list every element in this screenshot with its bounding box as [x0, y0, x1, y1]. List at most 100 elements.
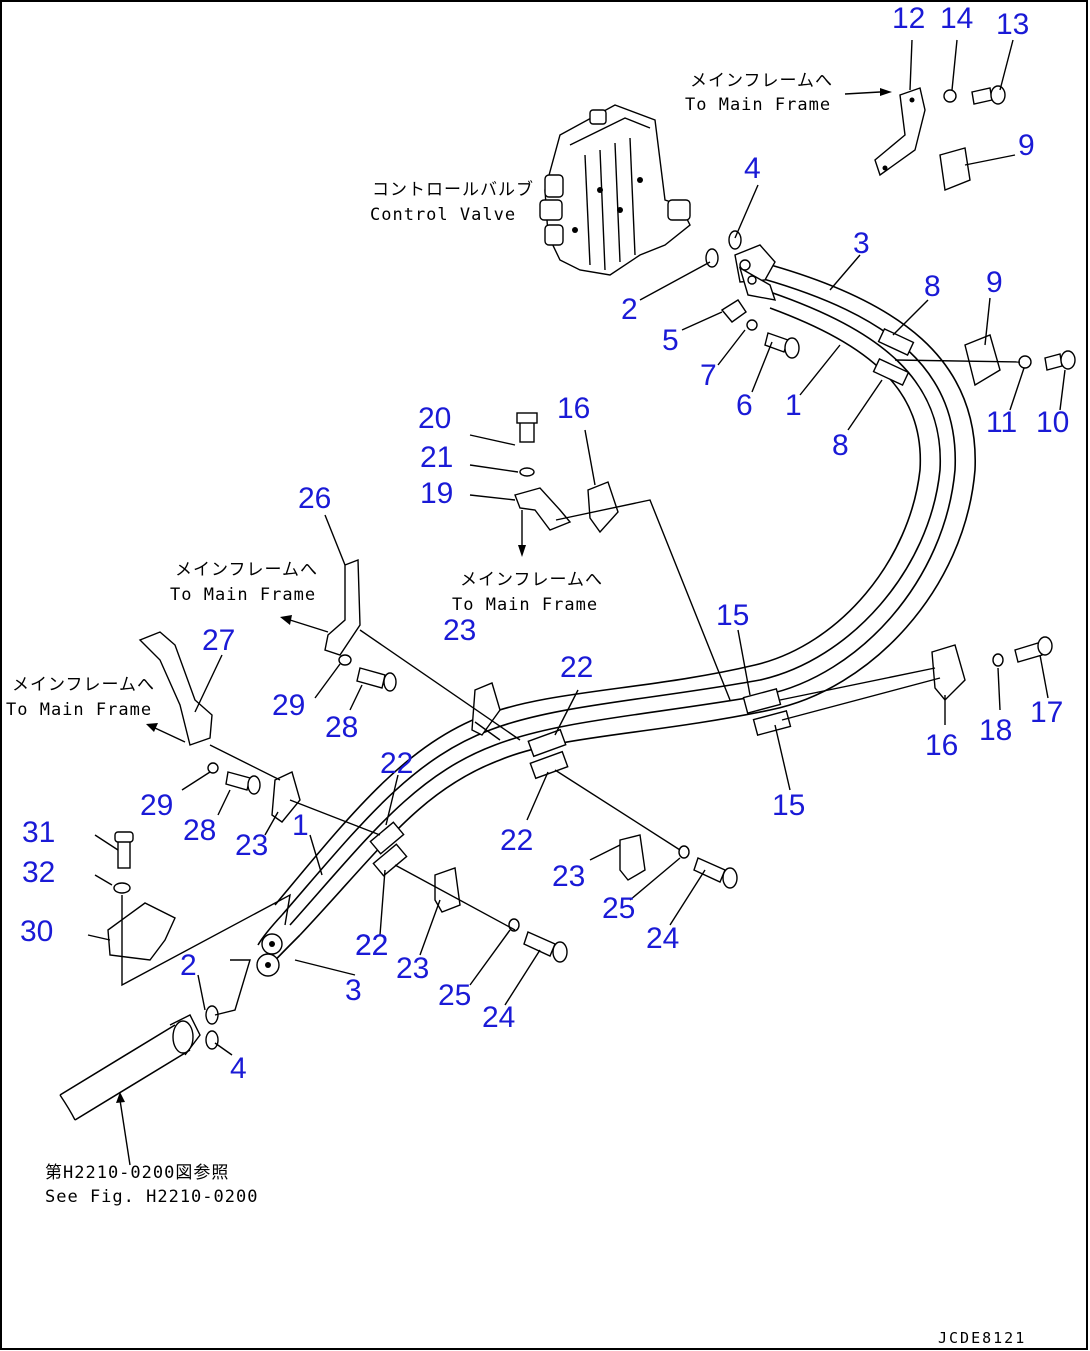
callout: 4 [230, 1052, 247, 1085]
callout: 10 [1036, 406, 1069, 439]
bottom-fittings [205, 933, 283, 1050]
callout: 4 [744, 152, 761, 185]
callout: 1 [785, 389, 802, 422]
clamp-16-right [931, 644, 966, 702]
callout: 31 [22, 816, 55, 849]
main-frame-left-jp: メインフレームへ [175, 560, 318, 580]
control-valve-drawing [539, 104, 691, 276]
washer-18 [992, 653, 1004, 667]
callout: 23 [396, 952, 429, 985]
main-frame-top-en: To Main Frame [685, 95, 831, 115]
clamp-23-d [434, 867, 461, 913]
callout: 25 [438, 979, 471, 1012]
callout: 6 [736, 389, 753, 422]
washer-29-lower [207, 762, 219, 774]
callout: 3 [345, 974, 362, 1007]
bracket-26 [324, 558, 361, 656]
callout-numbers: 12 14 13 9 4 3 8 9 2 5 7 6 1 11 10 8 20 … [20, 2, 1069, 1085]
clamp-23-b [271, 771, 301, 823]
callout: 28 [325, 711, 358, 744]
see-fig-jp: 第H2210-0200図参照 [45, 1163, 229, 1183]
washer-11 [1018, 355, 1032, 369]
callout: 16 [925, 729, 958, 762]
callout: 21 [420, 441, 453, 474]
bolt-20 [516, 412, 538, 443]
callout: 24 [646, 922, 679, 955]
washer-21 [519, 467, 535, 477]
callout: 20 [418, 402, 451, 435]
callout: 5 [662, 324, 679, 357]
callout: 22 [355, 929, 388, 962]
callout: 25 [602, 892, 635, 925]
callout: 32 [22, 856, 55, 889]
callout: 23 [552, 860, 585, 893]
callout: 7 [700, 359, 717, 392]
pipe-lower-left [59, 1014, 201, 1121]
clamp-16-upper [587, 481, 619, 534]
main-frame-far-en: To Main Frame [6, 700, 152, 720]
callout: 30 [20, 915, 53, 948]
bolt-28-upper [356, 667, 397, 692]
bracket-27 [138, 631, 213, 746]
bolt-28-lower [225, 771, 261, 795]
callout: 17 [1030, 696, 1063, 729]
bolt-31 [114, 831, 134, 869]
bracket-12 [874, 87, 926, 177]
washer-25-right [678, 845, 690, 859]
drawing-code: JCDE8121 [938, 1329, 1026, 1347]
clamp-8 [872, 327, 915, 387]
bolt-24-right [693, 857, 738, 889]
callout: 9 [986, 266, 1003, 299]
callout: 29 [272, 689, 305, 722]
leader-lines [87, 39, 1066, 1056]
bolt-13 [971, 85, 1006, 105]
callout: 8 [924, 270, 941, 303]
main-frame-left-en: To Main Frame [170, 585, 316, 605]
hose-pair [257, 261, 976, 969]
callout: 9 [1018, 129, 1035, 162]
bolt-24-left [523, 931, 568, 963]
bolt-17 [1014, 636, 1053, 663]
clamp-23-c [619, 834, 646, 881]
washer-14 [943, 89, 957, 103]
callout: 14 [940, 2, 973, 35]
callout: 12 [892, 2, 925, 35]
clamp-9-right [964, 334, 1001, 387]
callout: 26 [298, 482, 331, 515]
callout: 19 [420, 477, 453, 510]
washer-7 [746, 319, 758, 331]
clamp-15 [742, 688, 792, 736]
clamp-9-upper [939, 147, 971, 191]
bracket-19 [514, 487, 572, 531]
callout: 2 [621, 293, 638, 326]
callout: 22 [500, 824, 533, 857]
callout: 1 [292, 809, 309, 842]
valve-fittings [705, 230, 777, 301]
callout: 24 [482, 1001, 515, 1034]
bolt-10 [1044, 350, 1076, 371]
main-frame-mid-en: To Main Frame [452, 595, 598, 615]
clamp-23-a [471, 682, 501, 736]
control-valve-en: Control Valve [370, 205, 516, 225]
callout: 15 [716, 599, 749, 632]
elbow-5 [720, 299, 747, 323]
callout: 28 [183, 814, 216, 847]
washer-29-upper [338, 654, 352, 666]
washer-32 [113, 882, 131, 894]
callout: 16 [557, 392, 590, 425]
callout: 15 [772, 789, 805, 822]
callout: 23 [235, 829, 268, 862]
callout: 13 [996, 8, 1029, 41]
arrows [116, 88, 892, 1166]
callout: 22 [380, 747, 413, 780]
callout: 22 [560, 651, 593, 684]
main-frame-mid-jp: メインフレームへ [460, 570, 603, 590]
callout: 22 [355, 929, 388, 962]
callout: 8 [832, 429, 849, 462]
callout: 27 [202, 624, 235, 657]
control-valve-jp: コントロールバルブ [372, 179, 534, 200]
see-fig-en: See Fig. H2210-0200 [45, 1187, 258, 1207]
